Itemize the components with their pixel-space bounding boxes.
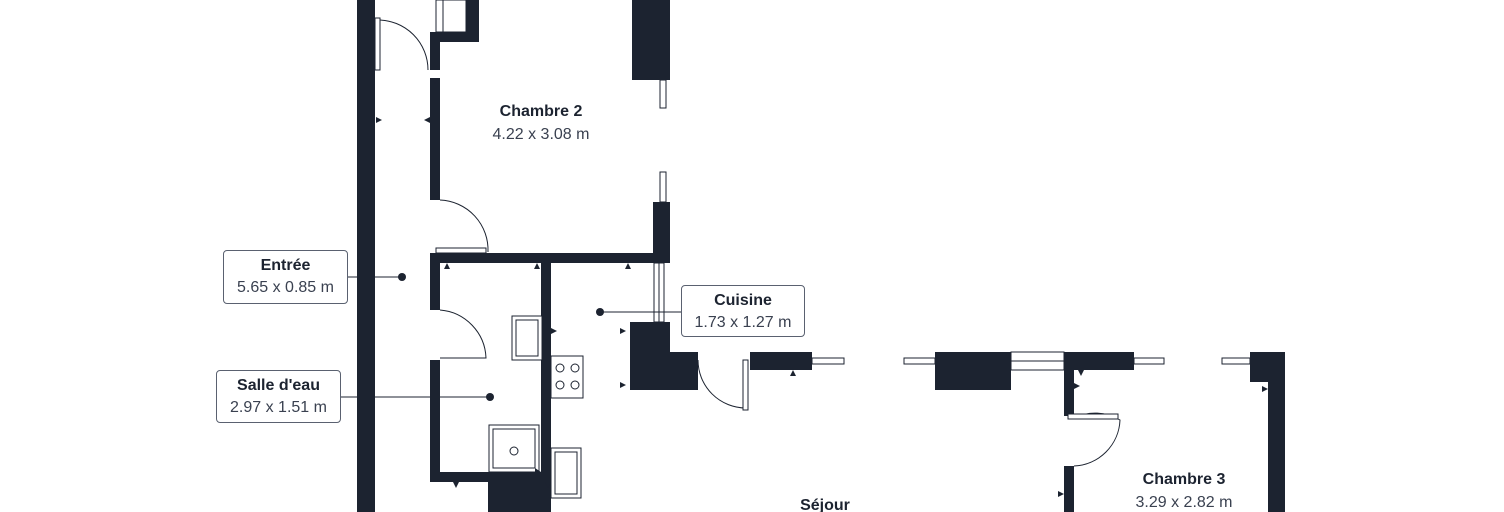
room-label-sejour: Séjour [800, 497, 850, 512]
wall-segment [465, 0, 479, 42]
entree-marker [398, 273, 406, 281]
salle-eau-wall-right [541, 263, 551, 512]
door-swing [697, 359, 747, 409]
dimension-ticks [376, 78, 1268, 497]
chambre3-wall-left [1064, 352, 1074, 416]
window [1221, 357, 1251, 365]
wall-block [750, 352, 812, 370]
window [811, 357, 845, 365]
room-name: Chambre 3 [1143, 471, 1226, 488]
doors [374, 17, 1121, 467]
window [659, 79, 667, 109]
door-swing [439, 309, 487, 359]
room-label-cuisine: Cuisine 1.73 x 1.27 m [681, 285, 805, 337]
room-name: Salle d'eau [237, 377, 320, 394]
room-name: Chambre 2 [500, 103, 583, 120]
windows [435, 0, 1251, 371]
chambre3-wall-right [1268, 352, 1285, 512]
window [659, 171, 667, 203]
salle-eau-marker [486, 393, 494, 401]
room-name: Cuisine [714, 292, 772, 309]
window [1133, 357, 1165, 365]
door-swing [374, 19, 429, 71]
label-leaders [341, 273, 681, 401]
door-swing [439, 199, 489, 253]
chambre3-wall-left [1064, 466, 1074, 512]
salle-eau-wall-left [430, 360, 440, 482]
wall-segment [430, 32, 440, 70]
room-label-salle-eau: Salle d'eau 2.97 x 1.51 m [216, 370, 341, 423]
wall-block [1064, 352, 1134, 370]
room-dimensions: 5.65 x 0.85 m [237, 279, 334, 296]
chambre2-wall-left [430, 78, 440, 200]
wall-segment [430, 32, 479, 42]
room-dimensions: 2.97 x 1.51 m [230, 399, 327, 416]
room-label-entree: Entrée 5.65 x 0.85 m [223, 250, 348, 304]
window [903, 357, 936, 365]
fixtures [488, 315, 584, 499]
wall-block [632, 0, 670, 80]
room-name: Séjour [800, 497, 850, 512]
room-dimensions: 4.22 x 3.08 m [493, 126, 590, 143]
walls [357, 0, 1285, 512]
window [435, 0, 467, 33]
room-dimensions: 3.29 x 2.82 m [1136, 494, 1233, 511]
room-label-chambre2: Chambre 2 4.22 x 3.08 m [493, 103, 590, 143]
room-label-chambre3: Chambre 3 3.29 x 2.82 m [1136, 471, 1233, 511]
room-name: Entrée [260, 257, 311, 274]
room-dimensions: 1.73 x 1.27 m [694, 314, 792, 331]
exterior-wall-left [357, 0, 375, 512]
wall-block [488, 472, 550, 512]
door-swing [1073, 412, 1121, 467]
wall-segment [430, 253, 440, 310]
wall-block [680, 352, 698, 368]
cooktop [550, 355, 584, 399]
cuisine-marker [596, 308, 604, 316]
wall-block [935, 352, 1011, 390]
wall-horizontal [430, 253, 670, 263]
wall-segment [653, 202, 670, 263]
